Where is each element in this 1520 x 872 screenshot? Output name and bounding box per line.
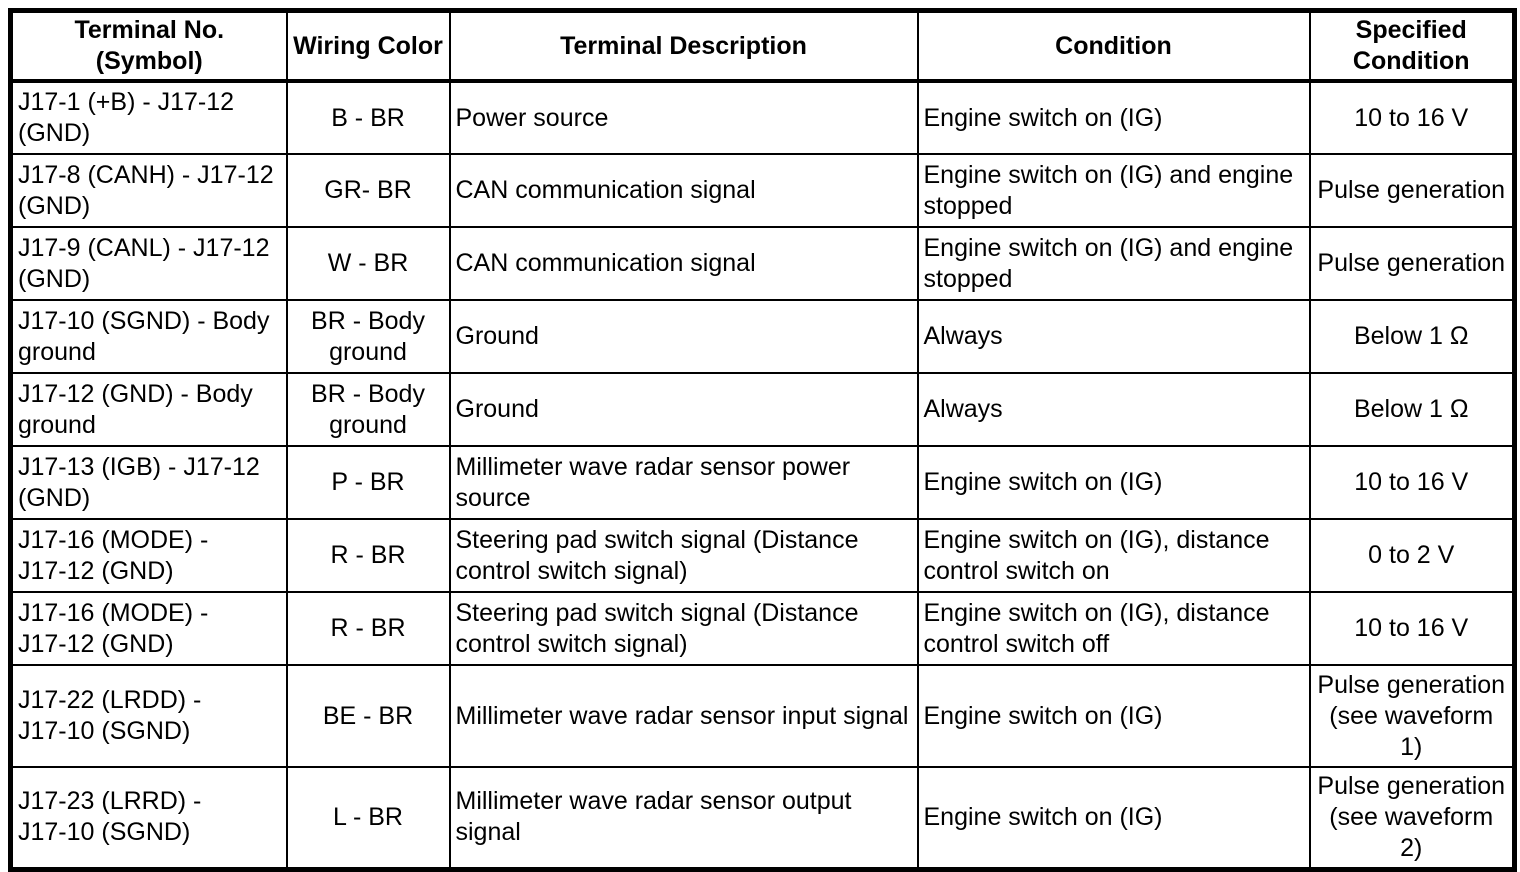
cell-specified: 0 to 2 V — [1308, 518, 1516, 593]
cell-wiring: BR - Body ground — [285, 372, 451, 447]
cell-terminal: J17-9 (CANL) - J17-12 (GND) — [9, 226, 288, 301]
cell-description: Steering pad switch signal (Distance con… — [448, 591, 919, 666]
cell-description: Millimeter wave radar sensor output sign… — [448, 766, 919, 870]
cell-terminal: J17-23 (LRRD) - J17-10 (SGND) — [9, 766, 288, 870]
cell-description: CAN communication signal — [448, 153, 919, 228]
cell-description: Power source — [448, 80, 919, 155]
cell-condition: Always — [916, 299, 1311, 374]
header-row: Terminal No. (Symbol) Wiring Color Termi… — [9, 9, 1516, 83]
cell-specified: 10 to 16 V — [1308, 445, 1516, 520]
cell-description: Steering pad switch signal (Distance con… — [448, 518, 919, 593]
terminal-inspection-table: Terminal No. (Symbol) Wiring Color Termi… — [8, 8, 1517, 872]
column-header-specified-condition: Specified Condition — [1308, 9, 1516, 83]
cell-wiring: BE - BR — [285, 664, 451, 768]
cell-wiring: W - BR — [285, 226, 451, 301]
cell-condition: Engine switch on (IG) — [916, 80, 1311, 155]
cell-terminal: J17-10 (SGND) - Body ground — [9, 299, 288, 374]
cell-specified: Pulse generation (see waveform 1) — [1308, 664, 1516, 768]
cell-wiring: L - BR — [285, 766, 451, 870]
cell-condition: Engine switch on (IG) — [916, 664, 1311, 768]
cell-description: Millimeter wave radar sensor input signa… — [448, 664, 919, 768]
cell-specified: Below 1 Ω — [1308, 372, 1516, 447]
cell-specified: 10 to 16 V — [1308, 80, 1516, 155]
cell-terminal: J17-8 (CANH) - J17-12 (GND) — [9, 153, 288, 228]
cell-wiring: B - BR — [285, 80, 451, 155]
cell-terminal: J17-12 (GND) - Body ground — [9, 372, 288, 447]
cell-description: CAN communication signal — [448, 226, 919, 301]
cell-condition: Engine switch on (IG), distance control … — [916, 591, 1311, 666]
cell-specified: Pulse generation — [1308, 153, 1516, 228]
cell-terminal: J17-13 (IGB) - J17-12 (GND) — [9, 445, 288, 520]
cell-specified: 10 to 16 V — [1308, 591, 1516, 666]
cell-condition: Always — [916, 372, 1311, 447]
column-header-terminal-description: Terminal Description — [448, 9, 919, 83]
cell-terminal: J17-16 (MODE) - J17-12 (GND) — [9, 591, 288, 666]
cell-wiring: GR- BR — [285, 153, 451, 228]
cell-wiring: BR - Body ground — [285, 299, 451, 374]
cell-specified: Below 1 Ω — [1308, 299, 1516, 374]
table-header: Terminal No. (Symbol) Wiring Color Termi… — [9, 9, 1516, 83]
cell-terminal: J17-16 (MODE) - J17-12 (GND) — [9, 518, 288, 593]
cell-condition: Engine switch on (IG) — [916, 766, 1311, 870]
cell-description: Millimeter wave radar sensor power sourc… — [448, 445, 919, 520]
cell-description: Ground — [448, 299, 919, 374]
cell-condition: Engine switch on (IG) — [916, 445, 1311, 520]
cell-specified: Pulse generation (see waveform 2) — [1308, 766, 1516, 870]
cell-description: Ground — [448, 372, 919, 447]
cell-terminal: J17-22 (LRDD) - J17-10 (SGND) — [9, 664, 288, 768]
cell-terminal: J17-1 (+B) - J17-12 (GND) — [9, 80, 288, 155]
cell-wiring: R - BR — [285, 591, 451, 666]
cell-wiring: P - BR — [285, 445, 451, 520]
cell-condition: Engine switch on (IG) and engine stopped — [916, 226, 1311, 301]
cell-specified: Pulse generation — [1308, 226, 1516, 301]
column-header-terminal-no: Terminal No. (Symbol) — [9, 9, 288, 83]
cell-condition: Engine switch on (IG) and engine stopped — [916, 153, 1311, 228]
column-header-wiring-color: Wiring Color — [285, 9, 451, 83]
column-header-condition: Condition — [916, 9, 1311, 83]
cell-wiring: R - BR — [285, 518, 451, 593]
cell-condition: Engine switch on (IG), distance control … — [916, 518, 1311, 593]
